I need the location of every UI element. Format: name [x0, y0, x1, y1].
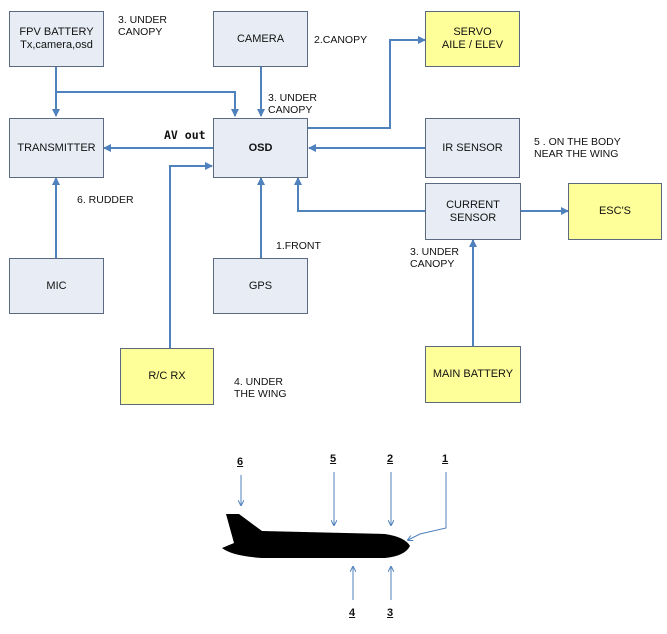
fpv-placement-line1: 3. UNDER [118, 14, 168, 26]
arrow-fpv-to-osd [56, 91, 239, 117]
gps-placement-text: 1.FRONT [276, 240, 321, 252]
airplane-silhouette [222, 514, 410, 558]
rx-placement-note: 4. UNDER THE WING [234, 376, 287, 400]
transmitter-label: TRANSMITTER [17, 141, 96, 154]
ir-placement-line1: 5 . ON THE BODY [534, 136, 621, 148]
plane-marker-4: 4 [349, 607, 356, 619]
gps-box: GPS [213, 258, 308, 314]
main-battery-box: MAIN BATTERY [425, 346, 521, 403]
plane-marker-2: 2 [387, 453, 394, 465]
av-out-label: AV out [164, 128, 206, 142]
gps-placement-note: 1.FRONT [276, 240, 321, 252]
servo-line1: SERVO [453, 26, 492, 38]
plane-marker-3: 3 [387, 607, 394, 619]
current-placement-line2: CANOPY [410, 258, 455, 270]
escs-label: ESC'S [598, 205, 632, 217]
ir-placement-line2: NEAR THE WING [534, 148, 619, 160]
ir-placement-note: 5 . ON THE BODY NEAR THE WING [534, 136, 621, 160]
ir-sensor-label: IR SENSOR [442, 141, 503, 154]
transmitter-box: TRANSMITTER [9, 118, 104, 178]
fpv-placement-note: 3. UNDER CANOPY [118, 14, 167, 38]
camera-placement-text: 2.CANOPY [314, 34, 368, 46]
plane-marker-1: 1 [442, 453, 449, 465]
main-battery-label: MAIN BATTERY [432, 368, 514, 380]
rx-placement-line2: THE WING [234, 388, 287, 400]
servo-box: SERVO AILE / ELEV [425, 11, 520, 67]
osd-label: OSD [248, 141, 273, 154]
rc-rx-label: R/C RX [148, 370, 186, 382]
current-placement-note: 3. UNDER CANOPY [410, 246, 459, 270]
osd-placement-line2: CANOPY [268, 104, 313, 116]
mic-placement-text: 6. RUDDER [77, 194, 134, 206]
current-placement-line1: 3. UNDER [410, 246, 460, 258]
mic-box: MIC [9, 258, 104, 314]
camera-placement-note: 2.CANOPY [314, 34, 367, 46]
plane-marker-6: 6 [237, 456, 244, 468]
escs-box: ESC'S [568, 183, 662, 240]
fpv-battery-line1: FPV BATTERY [19, 26, 94, 38]
mic-placement-note: 6. RUDDER [77, 194, 134, 206]
pointer-1 [408, 472, 447, 540]
fpv-battery-line2: Tx,camera,osd [20, 39, 93, 51]
rc-rx-box: R/C RX [120, 348, 214, 405]
current-sensor-line1: CURRENT [446, 198, 500, 211]
osd-placement-line1: 3. UNDER [268, 92, 318, 104]
arrow-current-to-osd [294, 177, 425, 212]
ir-sensor-box: IR SENSOR [425, 118, 520, 178]
camera-box: CAMERA [213, 11, 308, 67]
arrow-osd-to-servo [308, 36, 426, 129]
osd-placement-note: 3. UNDER CANOPY [268, 92, 317, 116]
current-sensor-box: CURRENT SENSOR [425, 183, 521, 240]
rx-placement-line1: 4. UNDER [234, 376, 284, 388]
plane-marker-5: 5 [330, 453, 337, 465]
arrow-rx-to-osd [169, 162, 213, 348]
servo-line2: AILE / ELEV [441, 39, 504, 51]
osd-box: OSD [213, 118, 308, 178]
fpv-placement-line2: CANOPY [118, 26, 163, 38]
mic-label: MIC [46, 279, 67, 292]
current-sensor-line2: SENSOR [449, 211, 497, 224]
gps-label: GPS [248, 279, 273, 292]
fpv-battery-box: FPV BATTERY Tx,camera,osd [9, 11, 104, 67]
camera-label: CAMERA [236, 32, 285, 45]
